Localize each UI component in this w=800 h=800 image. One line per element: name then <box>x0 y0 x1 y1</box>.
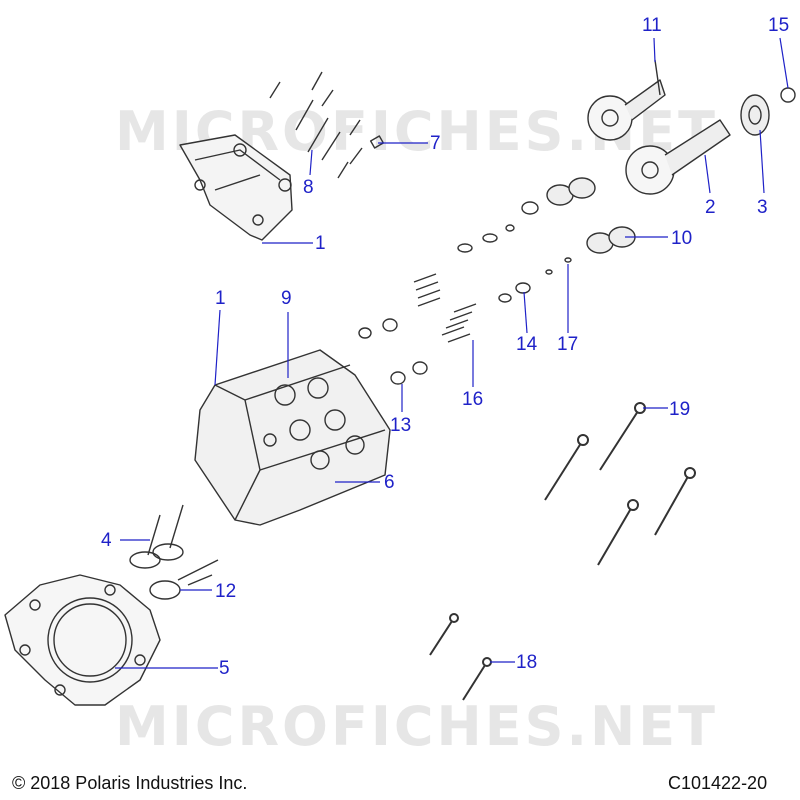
callout-11: 11 <box>642 15 662 36</box>
callout-9: 9 <box>281 288 292 309</box>
exhaust-valves <box>149 559 219 600</box>
cam-cover <box>740 87 796 136</box>
callout-1-mid: 1 <box>215 288 226 309</box>
valve-retainers <box>457 224 572 303</box>
leader-11 <box>653 37 656 63</box>
leader-1-mid <box>214 309 221 386</box>
intake-valves <box>129 504 184 569</box>
callout-17: 17 <box>557 334 579 355</box>
watermark-bottom: MICROFICHES.NET <box>115 695 718 758</box>
callout-5: 5 <box>219 658 230 679</box>
callout-2: 2 <box>705 197 716 218</box>
callout-13: 13 <box>390 415 412 436</box>
cylinder-head <box>194 349 391 526</box>
drawing-id: C101422-20 <box>668 773 768 793</box>
callout-6: 6 <box>384 472 395 493</box>
valve-lifters <box>521 177 636 254</box>
camshafts <box>587 59 731 195</box>
valve-springs <box>413 273 477 343</box>
callout-19: 19 <box>669 399 691 420</box>
callout-8: 8 <box>303 177 314 198</box>
callout-14: 14 <box>516 334 538 355</box>
callout-15: 15 <box>768 15 790 36</box>
cam-chain-bolts <box>429 613 492 701</box>
leader-15 <box>779 37 789 89</box>
valve-seals <box>358 318 428 385</box>
carrier-bolts <box>269 71 385 179</box>
callout-16: 16 <box>462 389 484 410</box>
callout-18: 18 <box>516 652 538 673</box>
head-gasket <box>4 574 161 706</box>
head-bolts <box>544 402 696 566</box>
callout-12: 12 <box>215 581 237 602</box>
callout-7: 7 <box>430 133 441 154</box>
callout-4: 4 <box>101 530 112 551</box>
callout-1-top: 1 <box>315 233 326 254</box>
leader-2 <box>704 154 711 194</box>
callout-3: 3 <box>757 197 768 218</box>
copyright-text: © 2018 Polaris Industries Inc. <box>12 773 248 793</box>
leader-14 <box>523 291 528 334</box>
leader-3 <box>759 129 765 194</box>
callout-10: 10 <box>671 228 693 249</box>
camshaft-carrier <box>179 134 293 241</box>
leader-8 <box>309 149 313 176</box>
